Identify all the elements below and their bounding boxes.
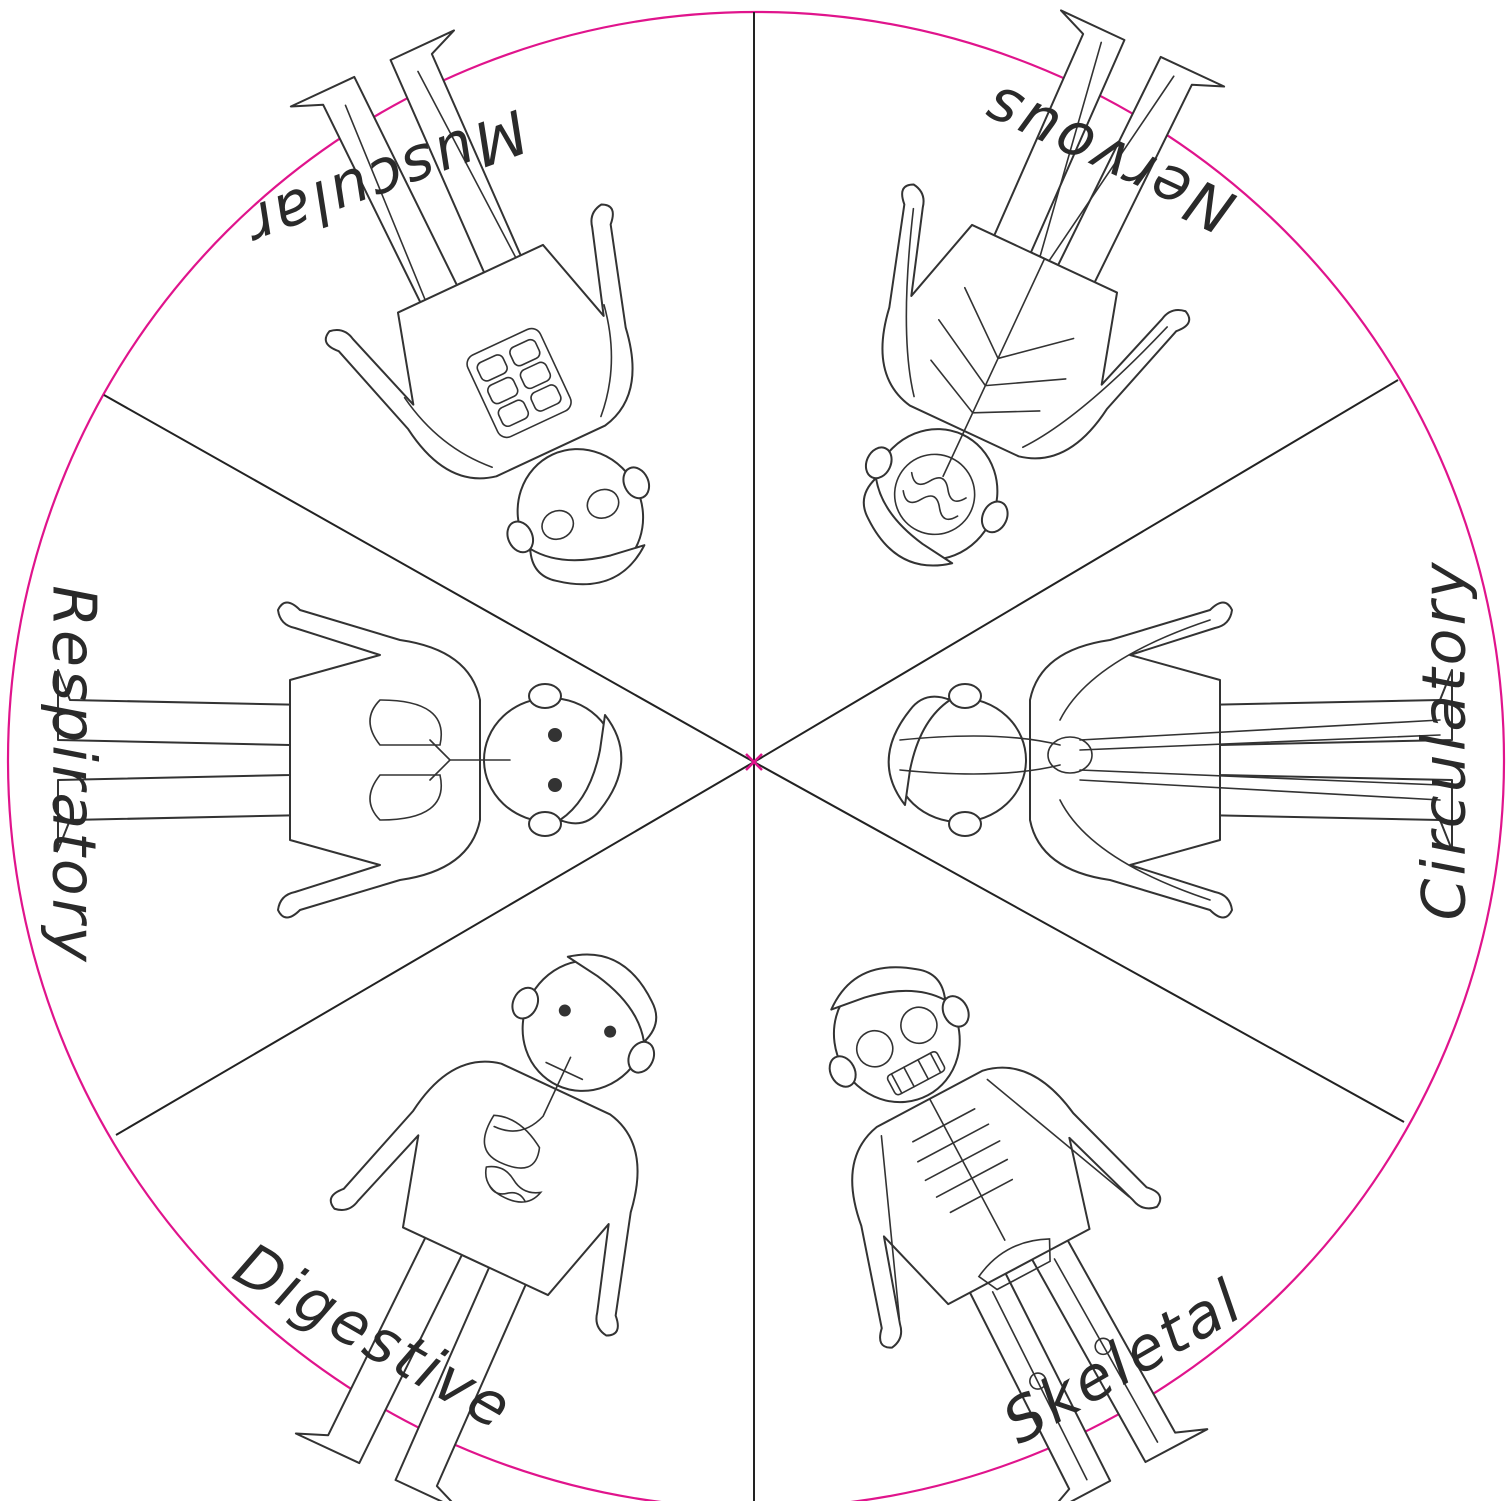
- label-respiratory: Respiratory: [38, 585, 108, 964]
- label-circulatory: Circulatory: [1410, 559, 1480, 920]
